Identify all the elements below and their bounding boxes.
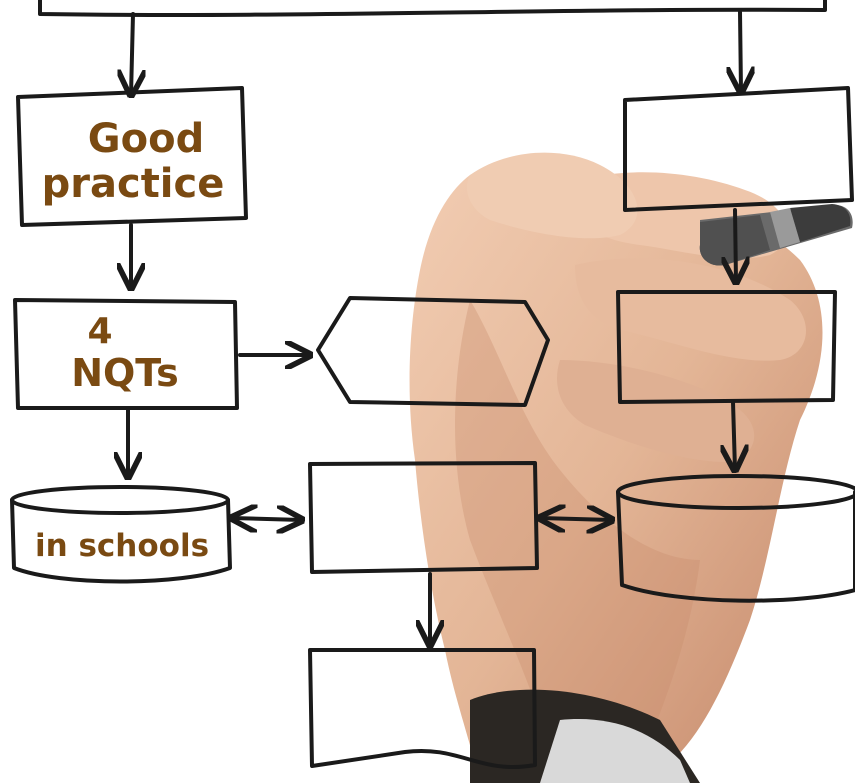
label-nqts-line2: NQTs <box>71 351 179 395</box>
label-nqts-line1: 4 <box>87 311 112 352</box>
hand-ring-finger <box>557 360 755 462</box>
box-nqts <box>13 298 239 410</box>
flowchart <box>10 0 855 770</box>
box-in-schools <box>10 485 232 584</box>
hand-thumb <box>466 152 638 239</box>
hand-shadow <box>455 300 700 783</box>
label-in-schools: in schools <box>35 528 209 564</box>
arrow-right-1-to-right-2 <box>735 208 736 282</box>
top-box-edge <box>38 0 827 17</box>
box-right-1 <box>623 86 854 212</box>
marker-pen <box>699 204 853 266</box>
arrow-middle-to-cylinder <box>540 518 612 520</box>
arrow-right-2-to-cylinder <box>733 400 735 470</box>
label-good-practice-line1: Good <box>88 116 204 162</box>
box-right-cylinder <box>616 474 855 603</box>
box-bottom-document <box>308 648 537 770</box>
arrow-in-schools-middle-box <box>232 518 302 520</box>
box-middle-rect <box>308 461 539 574</box>
hand-photo <box>409 152 853 783</box>
labels: Good practice 4 NQTs in schools <box>35 116 224 564</box>
label-good-practice-line2: practice <box>42 161 225 207</box>
box-good-practice <box>16 86 248 227</box>
shirt-cuff <box>540 719 690 783</box>
arrow-top-to-right-box-1 <box>740 10 741 92</box>
box-right-2 <box>616 290 837 404</box>
box-hexagon <box>316 296 550 407</box>
arrow-top-to-good-practice <box>131 12 133 95</box>
